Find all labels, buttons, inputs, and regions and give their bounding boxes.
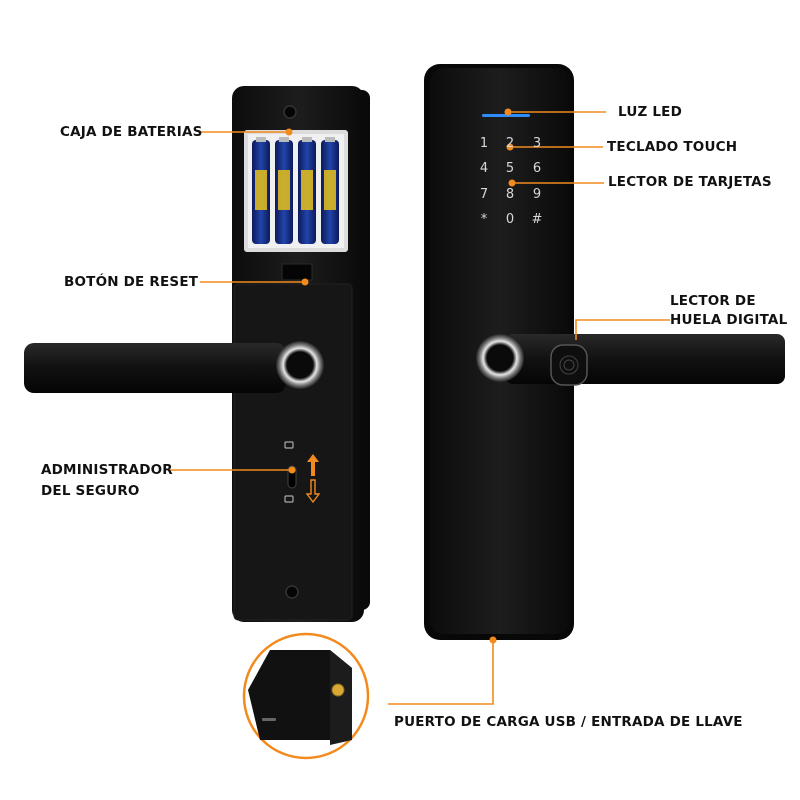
outer-lock-body	[424, 64, 785, 640]
key-star[interactable]: *	[480, 212, 488, 227]
led-strip	[482, 114, 530, 117]
label-usb-port: PUERTO DE CARGA USB / ENTRADA DE LLAVE	[394, 714, 743, 730]
label-fingerprint-line2: HUELA DIGITAL	[670, 312, 788, 328]
batteries	[252, 137, 339, 244]
key-0[interactable]: 0	[505, 212, 515, 227]
label-card-reader: LECTOR DE TARJETAS	[608, 174, 772, 190]
label-led-light: LUZ LED	[618, 104, 683, 120]
key-6[interactable]: 6	[532, 161, 542, 176]
label-battery-box: CAJA DE BATERIAS	[60, 124, 203, 140]
key-7[interactable]: 7	[479, 187, 489, 202]
label-reset-button: BOTÓN DE RESET	[64, 274, 199, 290]
usb-detail-inset	[242, 632, 370, 760]
key-9[interactable]: 9	[532, 187, 542, 202]
key-5[interactable]: 5	[505, 161, 515, 176]
key-1[interactable]: 1	[479, 136, 489, 151]
label-lock-manager-line1: ADMINISTRADOR	[41, 462, 173, 478]
label-lock-manager-line2: DEL SEGURO	[41, 483, 140, 499]
key-hash[interactable]: #	[531, 212, 543, 227]
key-8[interactable]: 8	[505, 187, 515, 202]
inner-lock-body	[24, 86, 370, 622]
key-4[interactable]: 4	[479, 161, 489, 176]
key-3[interactable]: 3	[532, 136, 542, 151]
key-2[interactable]: 2	[505, 136, 515, 151]
leader-dots	[285, 108, 516, 644]
leader-lines	[168, 111, 670, 705]
label-touch-keypad: TECLADO TOUCH	[607, 139, 738, 155]
label-fingerprint-line1: LECTOR DE	[670, 293, 756, 309]
